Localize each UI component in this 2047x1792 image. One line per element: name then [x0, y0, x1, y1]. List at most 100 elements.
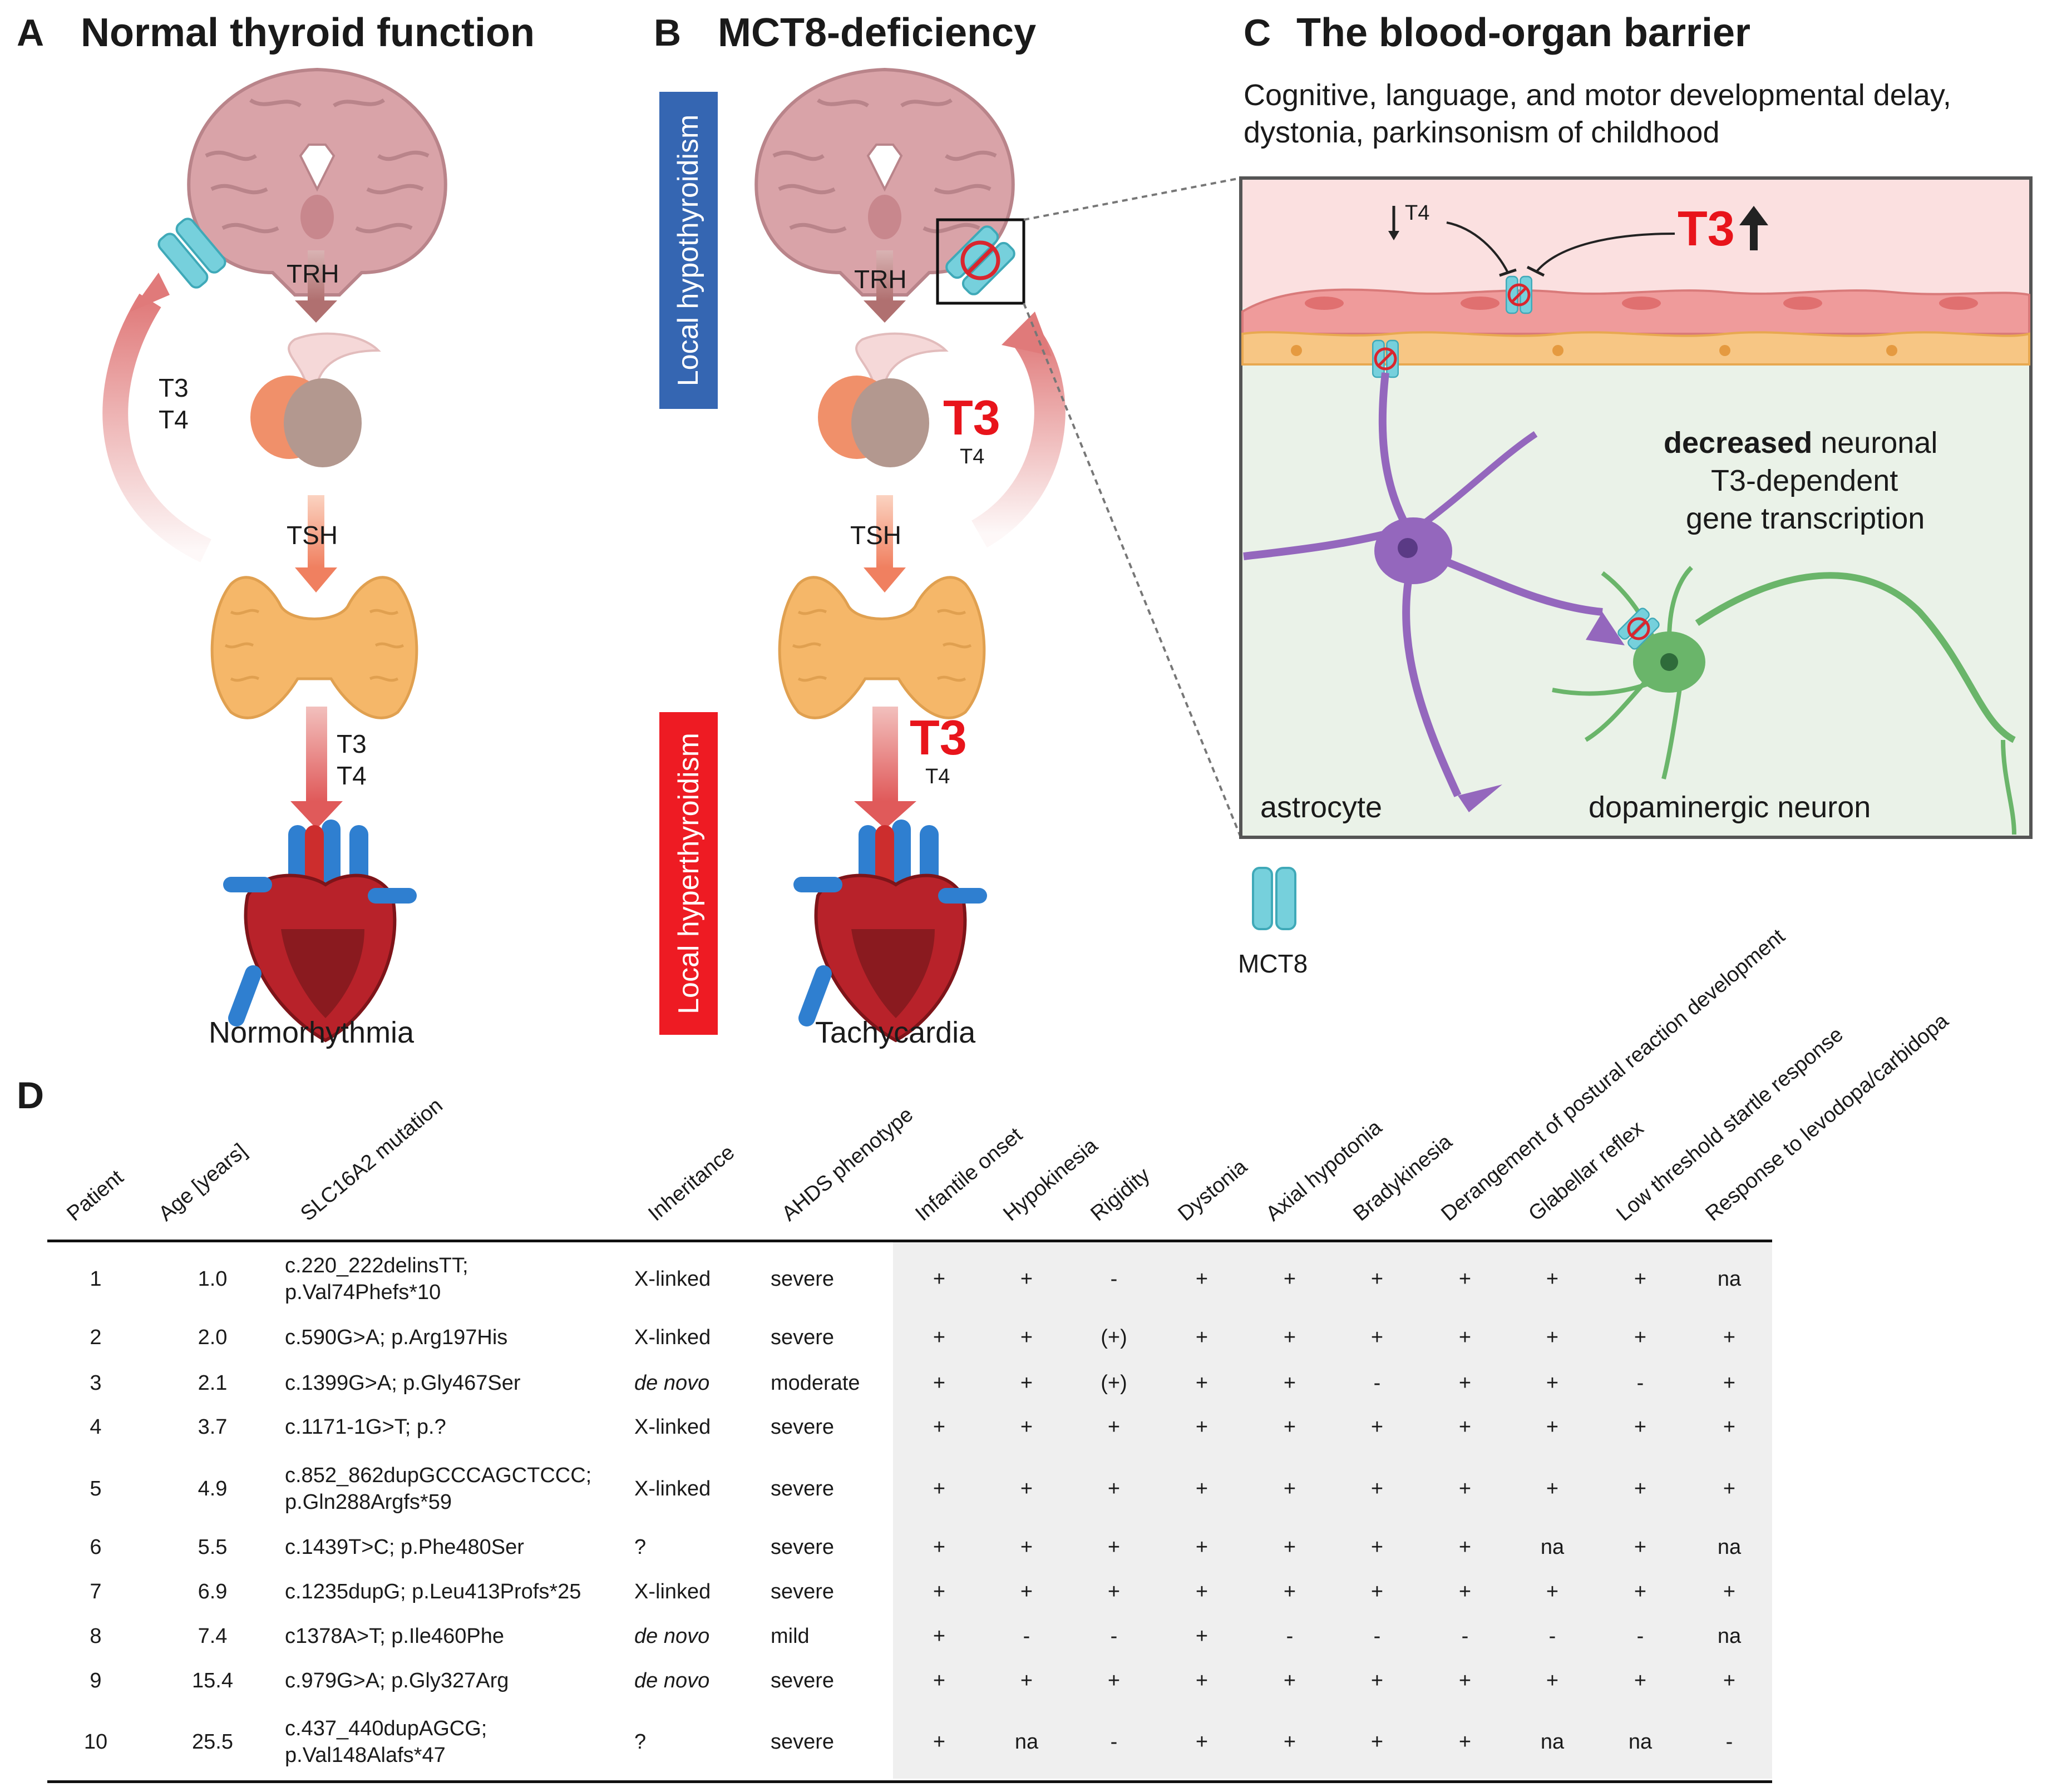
table-top-rule	[47, 1240, 1772, 1242]
sign-cell: +	[1195, 1477, 1209, 1500]
patient-cell: 6	[90, 1536, 102, 1559]
column-header: Rigidity	[1086, 1163, 1155, 1226]
sign-cell: -	[1373, 1625, 1381, 1648]
age-cell: 2.1	[198, 1371, 228, 1395]
sign-cell: -	[1110, 1730, 1118, 1754]
sign-cell: +	[1634, 1267, 1647, 1291]
sign-cell: +	[1634, 1477, 1647, 1500]
patient-cell: 1	[90, 1267, 102, 1291]
sign-cell: -	[1023, 1625, 1030, 1648]
panel-a-trh-label: TRH	[287, 259, 339, 288]
phenotype-cell: severe	[771, 1326, 835, 1349]
sign-cell: +	[1458, 1415, 1472, 1439]
astrocyte-icon	[1243, 372, 1625, 812]
panel-b-down-t3: T3	[910, 710, 967, 765]
age-cell: 6.9	[198, 1580, 228, 1603]
patient-cell: 2	[90, 1326, 102, 1349]
panel-b-thyroid-icon	[780, 577, 984, 718]
sign-cell: +	[1370, 1730, 1384, 1754]
table-bottom-rule	[47, 1780, 1772, 1783]
panel-c-letter: C	[1244, 12, 1271, 54]
sign-cell: -	[1636, 1625, 1644, 1648]
sign-cell: +	[1195, 1625, 1209, 1648]
sign-cell: +	[1283, 1371, 1296, 1395]
phenotype-cell: severe	[771, 1730, 835, 1754]
sign-cell: +	[1107, 1477, 1121, 1500]
column-header: Inheritance	[644, 1141, 739, 1226]
sign-cell: +	[1634, 1326, 1647, 1349]
sign-cell: +	[1723, 1415, 1736, 1439]
panel-a-letter: A	[17, 12, 45, 54]
sign-cell: +	[1020, 1267, 1033, 1291]
sign-cell: -	[1461, 1625, 1469, 1648]
panel-a-tsh-label: TSH	[287, 521, 338, 550]
sign-cell: +	[1370, 1326, 1384, 1349]
patient-cell: 3	[90, 1371, 102, 1395]
sign-cell: +	[1195, 1669, 1209, 1692]
mutation-cell: c.1439T>C; p.Phe480Ser	[285, 1536, 524, 1559]
sign-cell: +	[1546, 1326, 1559, 1349]
panel-a-title: Normal thyroid function	[81, 11, 535, 55]
panel-c-inset	[1239, 176, 2033, 839]
sign-cell: -	[1373, 1371, 1381, 1395]
sign-cell: +	[1370, 1477, 1384, 1500]
panel-c-subtitle-line1: Cognitive, language, and motor developme…	[1244, 78, 1951, 112]
sign-cell: +	[1020, 1477, 1033, 1500]
panel-b-loop-t3: T3	[943, 390, 1000, 445]
sign-cell: -	[1548, 1625, 1556, 1648]
sign-cell: +	[1546, 1371, 1559, 1395]
panel-b-outcome: Tachycardia	[815, 1016, 976, 1049]
inheritance-cell: de novo	[634, 1625, 710, 1648]
sign-cell: +	[1195, 1536, 1209, 1559]
sign-cell: +	[1195, 1415, 1209, 1439]
sign-cell: -	[1110, 1267, 1118, 1291]
sign-cell: +	[1546, 1267, 1559, 1291]
sign-cell: +	[1458, 1730, 1472, 1754]
sign-cell: +	[1020, 1669, 1033, 1692]
mutation-cell: p.Val148Alafs*47	[285, 1744, 446, 1767]
sign-cell: +	[1370, 1267, 1384, 1291]
panel-c-text-bold: decreased	[1664, 426, 1813, 460]
local-hypothyroidism-box: Local hypothyroidism	[659, 92, 718, 409]
sign-cell: -	[1286, 1625, 1294, 1648]
panel-c-subtitle-line2: dystonia, parkinsonism of childhood	[1244, 116, 1720, 149]
panel-a-thyroid-icon	[212, 577, 417, 718]
sign-cell: -	[1725, 1730, 1733, 1754]
column-header: Age [years]	[154, 1139, 251, 1226]
panel-b-loop-t4: T4	[960, 445, 985, 468]
inheritance-cell: X-linked	[634, 1267, 711, 1291]
sign-cell: +	[1283, 1669, 1296, 1692]
sign-cell: +	[1458, 1326, 1472, 1349]
column-header: Patient	[62, 1166, 128, 1226]
sign-cell: +	[1370, 1415, 1384, 1439]
panel-a-heart-icon	[231, 829, 409, 1040]
panel-c-title: The blood-organ barrier	[1296, 11, 1751, 55]
sign-cell: +	[1370, 1669, 1384, 1692]
patient-cell: 5	[90, 1477, 102, 1500]
sign-cell: +	[1723, 1326, 1736, 1349]
sign-cell: +	[1195, 1580, 1209, 1603]
sign-cell: +	[1107, 1536, 1121, 1559]
sign-cell: +	[1458, 1669, 1472, 1692]
mutation-cell: c.1399G>A; p.Gly467Ser	[285, 1371, 521, 1395]
phenotype-cell: severe	[771, 1580, 835, 1603]
phenotype-cell: severe	[771, 1536, 835, 1559]
mct8-legend-label: MCT8	[1238, 949, 1308, 978]
sign-cell: +	[1546, 1415, 1559, 1439]
sign-cell: +	[1020, 1580, 1033, 1603]
sign-cell: +	[933, 1326, 946, 1349]
sign-cell: +	[933, 1477, 946, 1500]
sign-cell: +	[1458, 1371, 1472, 1395]
panel-c-text-line1-rest: neuronal	[1812, 426, 1938, 460]
sign-cell: +	[1195, 1730, 1209, 1754]
sign-cell: +	[1283, 1477, 1296, 1500]
inheritance-cell: ?	[634, 1730, 647, 1754]
sign-cell: +	[933, 1371, 946, 1395]
column-header: Dystonia	[1173, 1155, 1252, 1226]
mutation-cell: c.437_440dupAGCG;	[285, 1717, 487, 1740]
panel-a-down-t3: T3	[337, 729, 367, 758]
panel-a-outcome: Normorhythmia	[209, 1016, 415, 1049]
sign-cell: +	[933, 1536, 946, 1559]
sign-cell: +	[1283, 1326, 1296, 1349]
sign-cell: +	[1723, 1580, 1736, 1603]
